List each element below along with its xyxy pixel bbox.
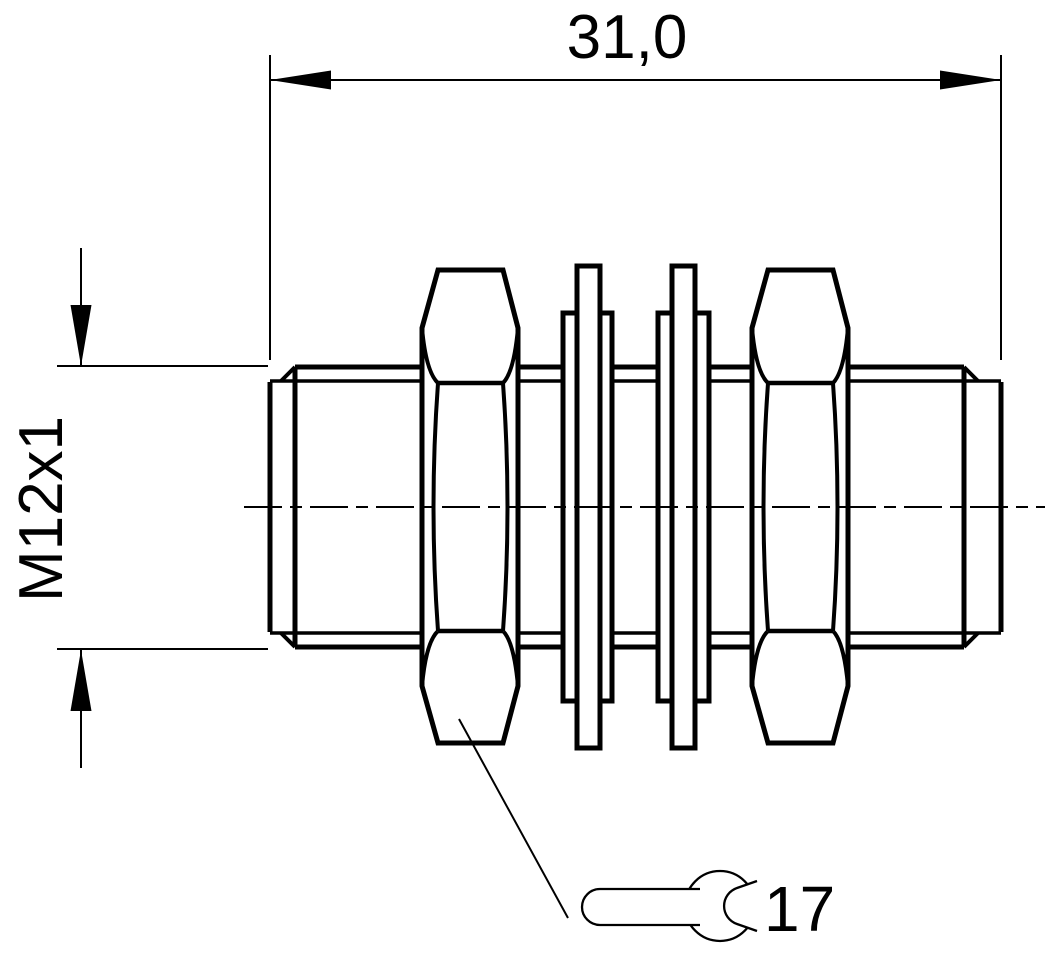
arrowhead-down-icon: [70, 305, 92, 366]
arrowhead-up-icon: [70, 650, 92, 711]
hex-nut-face-arcs: [420, 327, 520, 687]
leader-line: [458, 718, 569, 919]
wrench-jaw: [722, 879, 758, 933]
wrench-handle: [580, 887, 700, 927]
dimension-overall-length: 31,0: [269, 3, 1002, 360]
overall-length-label: 31,0: [567, 3, 688, 72]
thread-spec-label: M12x1: [7, 416, 76, 602]
wrench-size-label: 17: [764, 873, 835, 945]
open-end-wrench-icon: [580, 869, 758, 943]
arrowhead-left-icon: [270, 70, 331, 90]
wrench-size-callout: 17: [458, 718, 835, 945]
dimension-thread-spec: M12x1: [7, 248, 268, 768]
arrowhead-right-icon: [940, 70, 1001, 90]
